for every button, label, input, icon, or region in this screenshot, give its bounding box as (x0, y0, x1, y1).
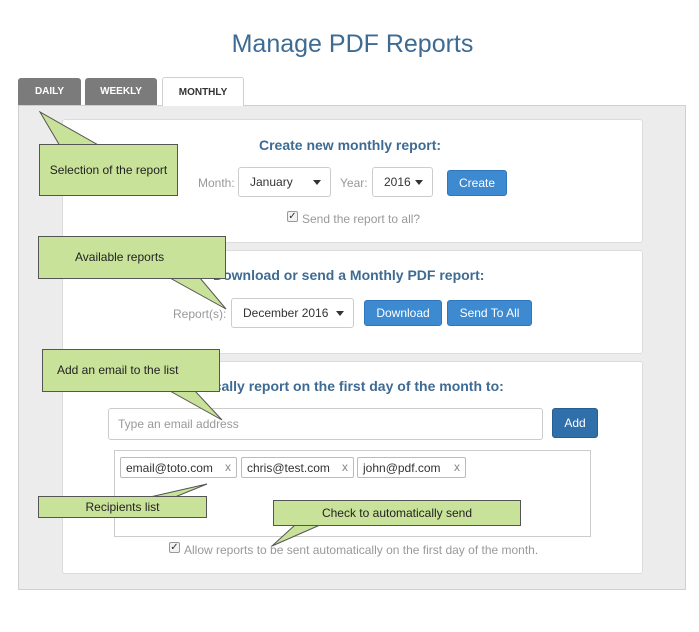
report-select-value: December 2016 (243, 306, 329, 320)
page-title: Manage PDF Reports (231, 30, 474, 58)
report-select[interactable]: December 2016 (231, 298, 354, 328)
recipient-chip: chris@test.com x (241, 457, 354, 478)
create-button[interactable]: Create (447, 170, 507, 196)
chevron-down-icon (415, 180, 423, 185)
recipient-chip: john@pdf.com x (357, 457, 466, 478)
callout-available: Available reports (38, 236, 226, 279)
recipient-email: john@pdf.com (363, 460, 441, 475)
send-all-checkbox[interactable]: ✓ (287, 211, 298, 222)
tab-daily[interactable]: DAILY (18, 78, 81, 105)
tab-monthly[interactable]: MONTHLY (162, 77, 244, 106)
year-select[interactable]: 2016 (372, 167, 433, 197)
auto-report-heading: Automatically report on the first day of… (153, 378, 504, 394)
month-select-value: January (250, 175, 293, 189)
recipient-chip: email@toto.com x (120, 457, 237, 478)
callout-selection: Selection of the report (39, 144, 178, 196)
tab-weekly[interactable]: WEEKLY (85, 78, 157, 105)
chevron-down-icon (336, 311, 344, 316)
allow-auto-checkbox[interactable]: ✓ (169, 542, 180, 553)
chevron-down-icon (313, 180, 321, 185)
remove-icon[interactable]: x (454, 460, 460, 474)
year-select-value: 2016 (384, 175, 411, 189)
add-email-button[interactable]: Add (552, 408, 598, 438)
year-label: Year: (340, 176, 368, 190)
send-all-label: Send the report to all? (302, 212, 421, 226)
download-report-heading: Download or send a Monthly PDF report: (213, 267, 485, 283)
download-button[interactable]: Download (364, 300, 442, 326)
callout-add-email: Add an email to the list (42, 349, 220, 392)
callout-check-auto: Check to automatically send (273, 500, 521, 526)
month-select[interactable]: January (238, 167, 331, 197)
month-label: Month: (198, 176, 235, 190)
callout-recipients: Recipients list (38, 496, 207, 518)
send-to-all-button[interactable]: Send To All (447, 300, 532, 326)
email-input[interactable] (108, 408, 543, 440)
allow-auto-label: Allow reports to be sent automatically o… (184, 543, 539, 557)
remove-icon[interactable]: x (225, 460, 231, 474)
recipient-email: email@toto.com (126, 460, 213, 475)
remove-icon[interactable]: x (342, 460, 348, 474)
create-report-heading: Create new monthly report: (259, 137, 442, 153)
reports-label: Report(s): (173, 307, 227, 321)
recipient-email: chris@test.com (247, 460, 330, 475)
